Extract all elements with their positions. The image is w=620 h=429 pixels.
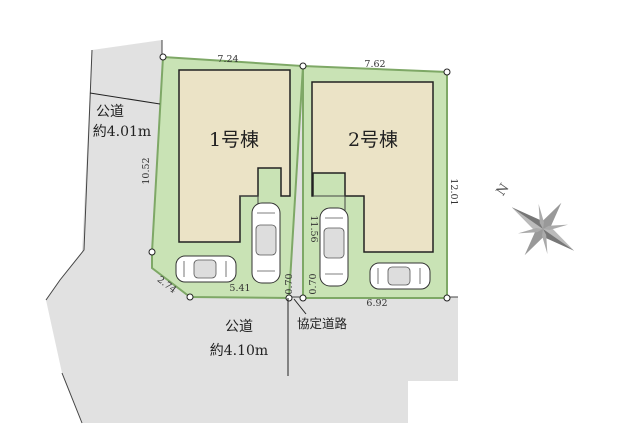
boundary-point — [159, 53, 167, 61]
car-icon — [251, 202, 281, 284]
road-left-width: 約4.01m — [93, 124, 151, 140]
road-bottom-name: 公道 — [225, 319, 253, 335]
dim-left: 10.52 — [141, 157, 152, 184]
boundary-point — [186, 293, 194, 301]
boundary-point — [299, 294, 307, 302]
boundary-point — [443, 294, 451, 302]
dim-right: 12.01 — [448, 178, 459, 205]
compass-rose-icon — [511, 202, 575, 256]
private-road-label: 協定道路 — [297, 316, 348, 331]
dim-inner: 11.56 — [308, 215, 319, 242]
boundary-markers — [148, 53, 451, 302]
road-left-name: 公道 — [96, 104, 124, 120]
building-2-label: 2号棟 — [348, 129, 398, 151]
boundary-point — [285, 294, 293, 302]
boundary-point — [148, 248, 156, 256]
boundary-point — [299, 62, 307, 70]
dim-top-1: 7.24 — [217, 54, 238, 65]
car-icon — [319, 207, 349, 287]
dim-gap-1: 0.70 — [284, 273, 295, 294]
boundary-point — [443, 68, 451, 76]
compass-north-label: N — [494, 181, 513, 199]
building-1 — [178, 69, 291, 243]
car-icon — [175, 255, 237, 283]
car-icon — [369, 262, 431, 290]
dim-bottom-1: 5.41 — [229, 283, 250, 294]
dim-top-2: 7.62 — [364, 59, 385, 70]
road-left — [46, 40, 458, 423]
road-bottom-width: 約4.10m — [210, 343, 268, 359]
dim-gap-2: 0.70 — [308, 273, 319, 294]
building-1-label: 1号棟 — [209, 129, 259, 151]
road-width-arrows — [89, 92, 307, 376]
dim-bottom-2: 6.92 — [366, 298, 387, 309]
